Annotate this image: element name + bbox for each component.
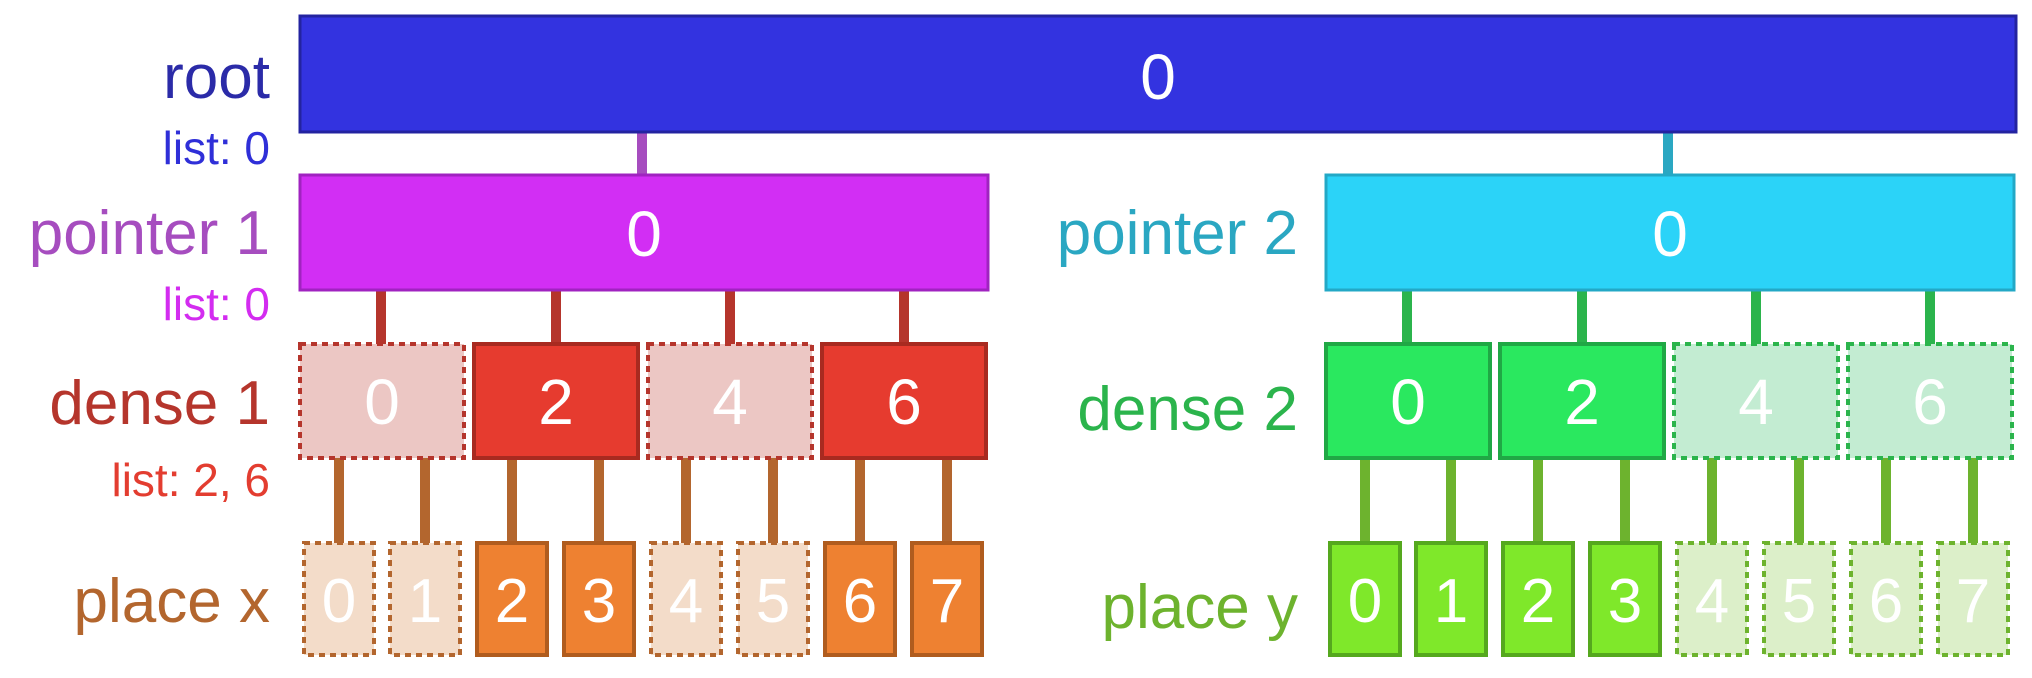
placex-cell-value: 1 [408,567,442,636]
pointer2-row: pointer 2 0 [1057,173,2016,292]
pointer1-label: pointer 1 [29,199,270,268]
placex-cell[interactable] [562,541,636,657]
connectors [334,132,1978,543]
connector-pointer1-dense1 [899,290,909,344]
placey-cell[interactable] [1328,541,1402,657]
pointer1-node-value: 0 [626,198,662,270]
placex-cell-value: 3 [582,567,616,636]
placey-cell-value: 5 [1782,567,1816,636]
connector-dense1-placex [507,458,517,543]
placex-cell[interactable] [910,541,984,657]
connector-dense2-placey [1794,458,1804,543]
root-row: root list: 0 0 [163,14,2018,174]
placey-cell[interactable] [1588,541,1662,657]
connector-pointer2-dense2 [1577,290,1587,344]
connector-dense1-placex [942,458,952,543]
placex-cell-value: 0 [322,567,356,636]
dense1-list: list: 2, 6 [111,454,270,506]
placex-cell[interactable] [736,541,810,657]
dense1-cell-value: 4 [712,366,748,438]
connector-pointer2-dense2 [1751,290,1761,344]
placey-cell[interactable] [1849,541,1923,657]
root-label: root [163,43,270,112]
dense1-cell[interactable] [820,342,988,460]
placey-cell-value: 4 [1695,567,1729,636]
connector-dense1-placex [768,458,778,543]
placey-cell-value: 7 [1956,567,1990,636]
placey-cell-value: 1 [1434,567,1468,636]
dense2-cell[interactable] [1846,342,2014,460]
connector-pointer1-dense1 [376,290,386,344]
connector-pointer2-dense2 [1402,290,1412,344]
connector-dense2-placey [1620,458,1630,543]
root-node[interactable] [298,14,2018,134]
connector-root-pointer2 [1663,132,1673,175]
connector-dense2-placey [1707,458,1717,543]
placey-cell-value: 3 [1608,567,1642,636]
root-list: list: 0 [163,122,270,174]
connector-dense2-placey [1360,458,1370,543]
connector-pointer2-dense2 [1925,290,1935,344]
placey-cell[interactable] [1762,541,1836,657]
connector-dense1-placex [681,458,691,543]
placey-row: place y 0 1 2 3 4 5 6 7 [1102,541,2010,657]
pointer2-node-value: 0 [1652,198,1688,270]
placex-row: place x 0 1 2 3 4 5 6 7 [74,541,984,657]
connector-dense2-placey [1881,458,1891,543]
placey-cell-value: 2 [1521,567,1555,636]
pointer1-node[interactable] [298,173,990,292]
dense2-cell[interactable] [1324,342,1492,460]
placey-cell-value: 0 [1348,567,1382,636]
placey-cell[interactable] [1936,541,2010,657]
placex-cell[interactable] [302,541,376,657]
connector-pointer1-dense1 [551,290,561,344]
pointer1-row: pointer 1 list: 0 0 [29,173,990,330]
pointer2-node[interactable] [1324,173,2016,292]
placey-cell[interactable] [1501,541,1575,657]
connector-dense1-placex [334,458,344,543]
connector-root-pointer1 [637,132,647,175]
placex-cell[interactable] [388,541,462,657]
dense2-cell[interactable] [1672,342,1840,460]
placex-cell-value: 7 [930,567,964,636]
dense2-row: dense 2 0 2 4 6 [1077,342,2014,460]
connector-dense1-placex [420,458,430,543]
placex-cell[interactable] [649,541,723,657]
dense2-cell[interactable] [1498,342,1666,460]
connector-dense2-placey [1968,458,1978,543]
placey-cell[interactable] [1414,541,1488,657]
dense2-cell-value: 2 [1564,366,1600,438]
dense1-cell[interactable] [646,342,814,460]
placex-cell[interactable] [823,541,897,657]
connector-dense1-placex [594,458,604,543]
dense1-row: dense 1 list: 2, 6 0 2 4 6 [49,342,988,506]
dense1-label: dense 1 [49,369,270,438]
dense1-cell[interactable] [298,342,466,460]
dense2-cell-value: 4 [1738,366,1774,438]
dense1-cell-value: 6 [886,366,922,438]
root-node-value: 0 [1140,41,1176,113]
connector-pointer1-dense1 [725,290,735,344]
connector-dense2-placey [1533,458,1543,543]
dense1-cell[interactable] [472,342,640,460]
dense2-cell-value: 0 [1390,366,1426,438]
placex-label: place x [74,567,270,636]
dense1-cell-value: 0 [364,366,400,438]
placey-cell[interactable] [1675,541,1749,657]
pointer2-label: pointer 2 [1057,199,1298,268]
connector-dense2-placey [1446,458,1456,543]
placex-cell[interactable] [475,541,549,657]
placex-cell-value: 4 [669,567,703,636]
dense2-label: dense 2 [1077,375,1298,444]
connector-dense1-placex [855,458,865,543]
placex-cell-value: 6 [843,567,877,636]
placey-label: place y [1102,573,1298,642]
placey-cell-value: 6 [1869,567,1903,636]
dense1-cell-value: 2 [538,366,574,438]
pointer1-list: list: 0 [163,278,270,330]
placex-cell-value: 5 [756,567,790,636]
dense2-cell-value: 6 [1912,366,1948,438]
placex-cell-value: 2 [495,567,529,636]
